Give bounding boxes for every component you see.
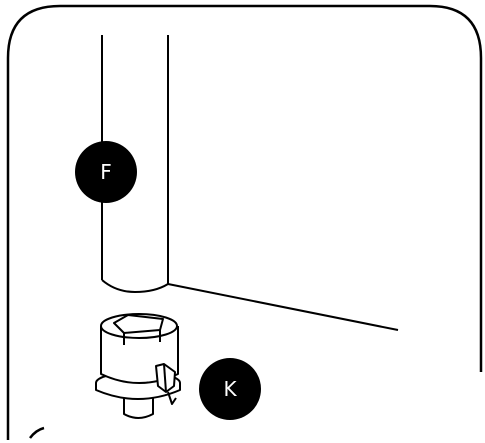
frame-corner-fragment <box>29 426 45 439</box>
callout-f-label: F <box>100 160 112 184</box>
frame-border <box>6 4 483 440</box>
floor-edge-line <box>167 283 399 331</box>
callout-k-label: K <box>223 377 237 401</box>
leg-foot-part <box>95 313 181 419</box>
callout-k: K <box>199 358 261 420</box>
callout-f: F <box>75 141 137 203</box>
